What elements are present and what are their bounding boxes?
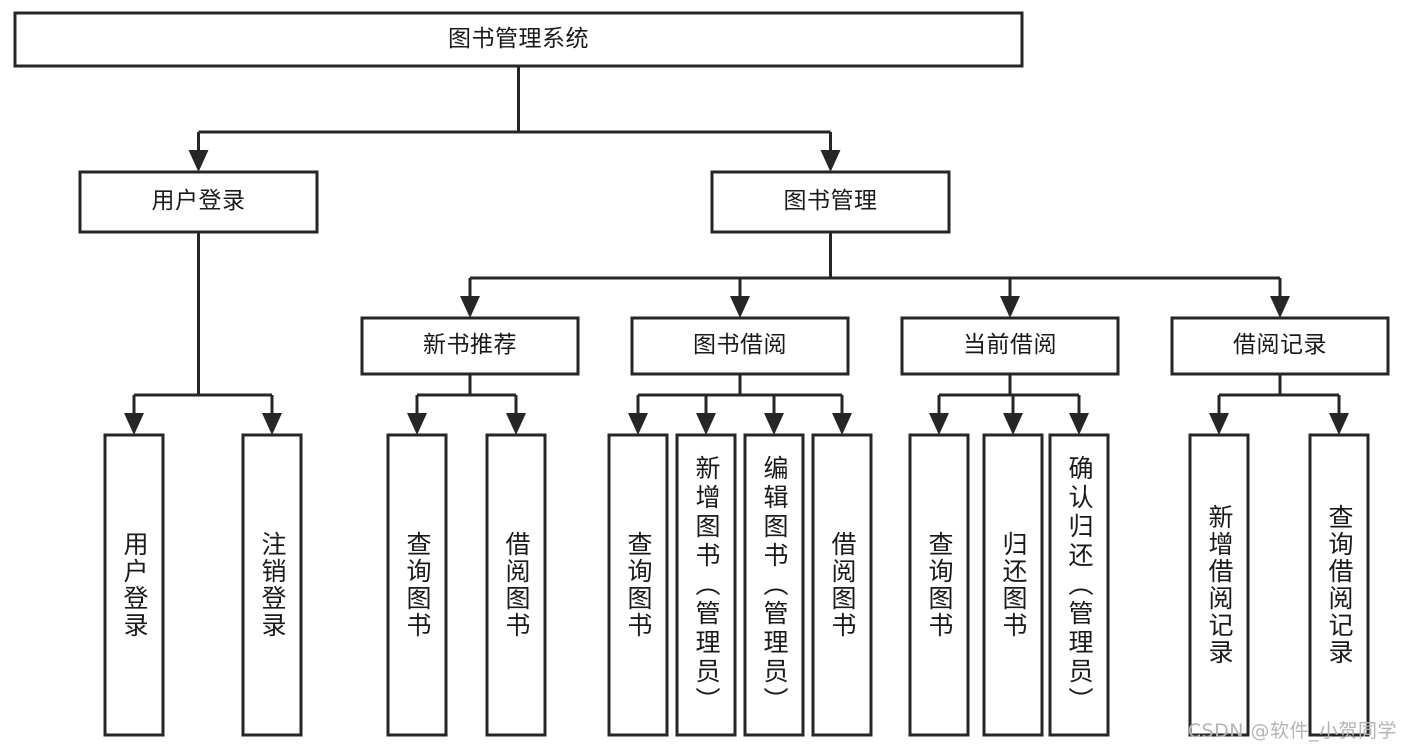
arrow-head-leaf-return-book xyxy=(1003,413,1023,435)
arrow-head-leaf-user-login xyxy=(124,413,144,435)
node-box-leaf-query-book-1[interactable] xyxy=(386,433,448,737)
arrow-head-leaf-query-record xyxy=(1329,413,1349,435)
node-box-leaf-return-book[interactable] xyxy=(982,433,1044,737)
node-box-leaf-query-book-2[interactable] xyxy=(607,433,669,737)
arrow-head-leaf-borrow-book-2 xyxy=(832,413,852,435)
node-box-leaf-borrow-book-1[interactable] xyxy=(485,433,547,737)
arrow-head-book-borrow xyxy=(730,296,750,318)
arrow-head-leaf-query-book-3 xyxy=(929,413,949,435)
nodes-layer xyxy=(13,11,1390,737)
arrow-head-leaf-user-logout xyxy=(262,413,282,435)
node-box-root[interactable] xyxy=(13,11,1024,68)
node-box-leaf-query-book-3[interactable] xyxy=(908,433,970,737)
node-box-leaf-query-record[interactable] xyxy=(1308,433,1370,737)
arrow-head-borrow-record xyxy=(1270,296,1290,318)
arrow-head-leaf-query-book-2 xyxy=(628,413,648,435)
node-box-leaf-borrow-book-2[interactable] xyxy=(811,433,873,737)
node-box-leaf-user-login[interactable] xyxy=(103,433,165,737)
arrow-head-leaf-confirm-return xyxy=(1069,413,1089,435)
node-box-leaf-user-logout[interactable] xyxy=(241,433,303,737)
arrow-head-current-borrow xyxy=(1000,296,1020,318)
arrow-head-user-login xyxy=(188,150,209,172)
node-box-new-book-rec[interactable] xyxy=(360,316,580,376)
node-box-leaf-confirm-return[interactable] xyxy=(1048,433,1110,737)
node-box-leaf-edit-book[interactable] xyxy=(743,433,805,737)
arrow-head-leaf-borrow-book-1 xyxy=(506,413,526,435)
node-box-leaf-add-record[interactable] xyxy=(1188,433,1250,737)
node-box-book-mgmt[interactable] xyxy=(710,170,951,234)
arrow-head-leaf-query-book-1 xyxy=(407,413,427,435)
watermark-text: CSDN @软件_小贺同学 xyxy=(1187,720,1397,742)
node-box-user-login[interactable] xyxy=(78,170,319,234)
arrow-head-leaf-add-record xyxy=(1209,413,1229,435)
node-box-borrow-record[interactable] xyxy=(1170,316,1390,376)
node-box-leaf-add-book[interactable] xyxy=(675,433,737,737)
arrow-head-new-book-rec xyxy=(460,296,480,318)
arrow-head-book-mgmt xyxy=(820,150,841,172)
arrow-head-leaf-add-book xyxy=(696,413,716,435)
edges-layer xyxy=(124,66,1349,435)
arrow-head-leaf-edit-book xyxy=(764,413,784,435)
node-box-book-borrow[interactable] xyxy=(630,316,850,376)
node-box-current-borrow[interactable] xyxy=(900,316,1120,376)
